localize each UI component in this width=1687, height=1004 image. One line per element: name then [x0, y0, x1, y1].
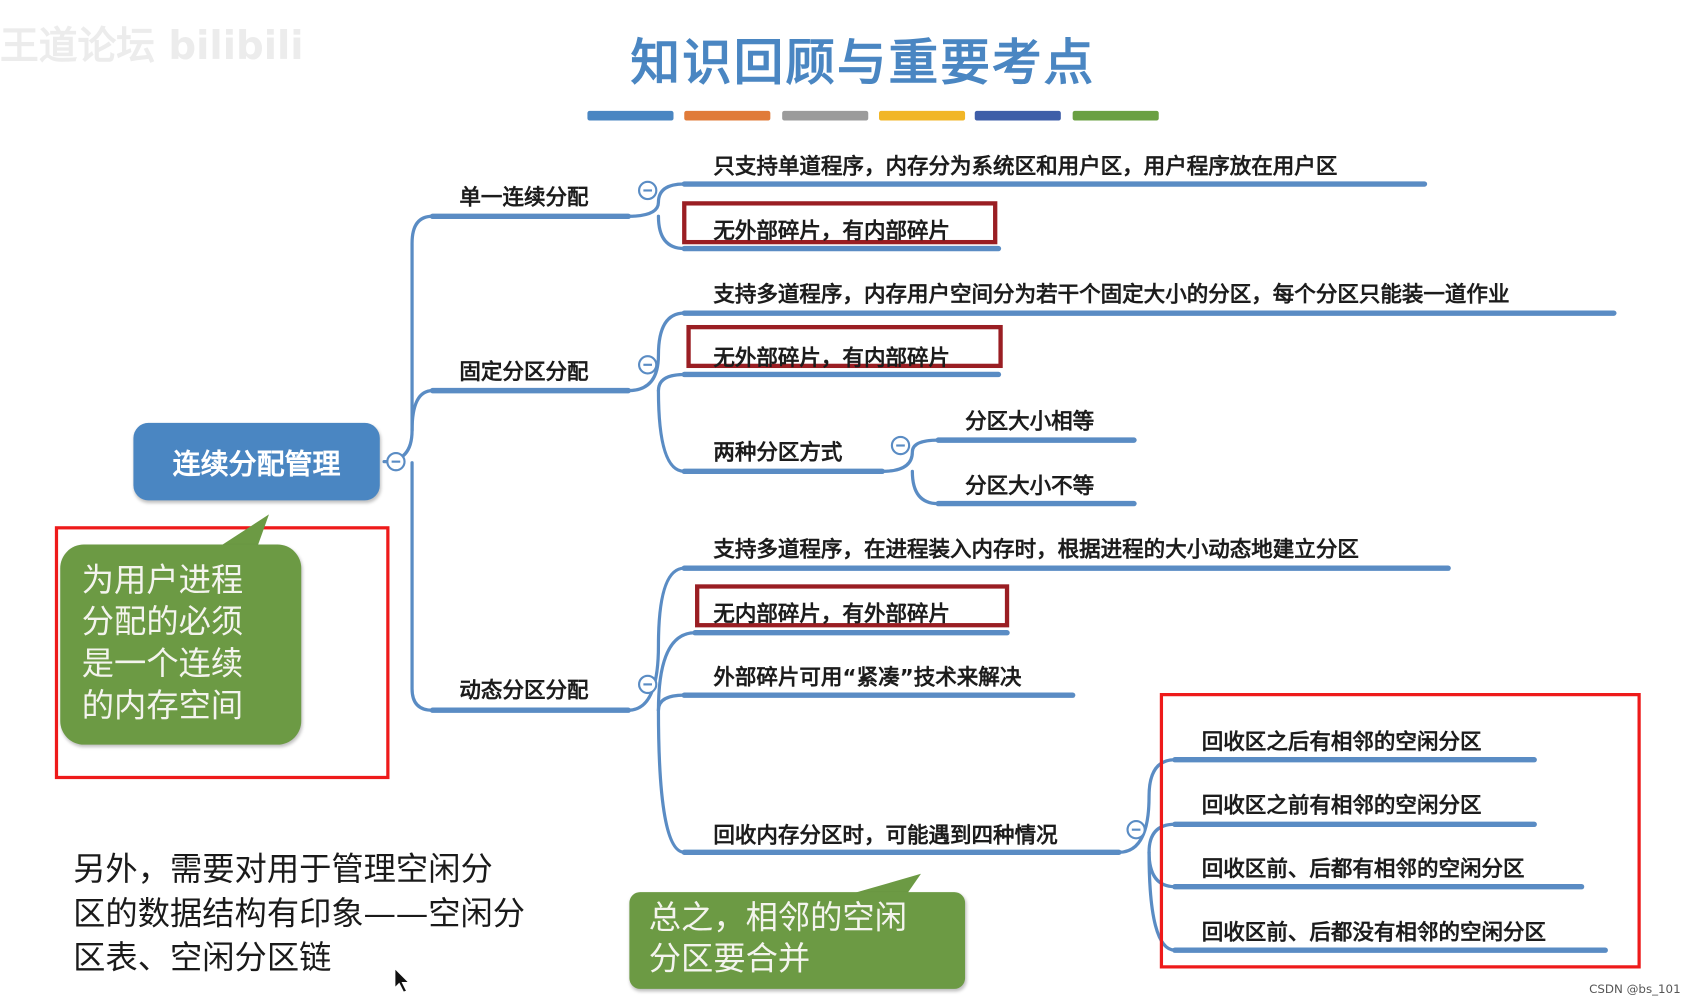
single-collapse-icon[interactable]: [638, 180, 658, 201]
recycle-annotation-box: [1159, 693, 1641, 969]
method-item-2: 分区大小不等: [965, 472, 1095, 499]
left-callout-line-3: 是一个连续: [81, 645, 244, 684]
recycle-item-2: 回收区之前有相邻的空闲分区: [1201, 792, 1482, 818]
methods-label[interactable]: 两种分区方式: [713, 439, 843, 465]
recycle-item-1: 回收区之后有相邻的空闲分区: [1201, 728, 1482, 755]
left-callout: 为用户进程 分配的必须 是一个连续 的内存空间: [60, 544, 302, 745]
single-highlight-box: [682, 201, 998, 245]
left-callout-line-2: 分配的必须: [81, 603, 244, 642]
title-color-bar-1: [587, 110, 674, 121]
note-line-1: 另外，需要对用于管理空闲分: [73, 851, 493, 889]
method-item-1: 分区大小相等: [965, 407, 1095, 434]
recycle-item-3: 回收区前、后都有相邻的空闲分区: [1201, 855, 1525, 882]
methods-collapse-icon[interactable]: [890, 435, 911, 456]
fixed-collapse-icon[interactable]: [638, 355, 658, 375]
recycle-collapse-icon[interactable]: [1126, 819, 1146, 840]
dynamic-item-1: 支持多道程序，在进程装入内存时，根据进程的大小动态地建立分区: [713, 535, 1359, 562]
branch-dynamic-label[interactable]: 动态分区分配: [459, 676, 589, 703]
bottom-callout-line-1: 总之，相邻的空闲: [648, 899, 907, 938]
bottom-callout-line-2: 分区要合并: [648, 940, 811, 979]
title-color-bar-4: [879, 110, 966, 121]
left-callout-line-1: 为用户进程: [81, 561, 244, 600]
note-line-3: 区表、空闲分区链: [73, 939, 332, 978]
bottom-callout: 总之，相邻的空闲 分区要合并: [629, 892, 966, 989]
left-annotation-box: [54, 526, 390, 780]
branch-single-label[interactable]: 单一连续分配: [459, 184, 589, 210]
watermark: 王道论坛 bilibili: [0, 24, 304, 69]
title-color-bar-3: [782, 110, 869, 121]
dynamic-collapse-icon[interactable]: [638, 674, 658, 695]
note-line-2: 区的数据结构有印象——空闲分: [73, 895, 526, 933]
recycle-item-4: 回收区前、后都没有相邻的空闲分区: [1201, 918, 1547, 945]
single-item-2: 无外部碎片，有内部碎片: [713, 217, 951, 244]
mouse-cursor-icon: [394, 967, 411, 993]
fixed-highlight-box: [686, 324, 1003, 369]
left-callout-line-4: 的内存空间: [81, 687, 244, 726]
dynamic-highlight-box: [695, 584, 1010, 628]
title-color-bar-5: [974, 110, 1061, 121]
data-structure-note: 另外，需要对用于管理空闲分 区的数据结构有印象——空闲分 区表、空闲分区链: [73, 848, 525, 980]
single-item-1: 只支持单道程序，内存分为系统区和用户区，用户程序放在用户区: [713, 152, 1338, 179]
dynamic-item-2: 无内部碎片，有外部碎片: [713, 600, 951, 627]
title-color-bar-6: [1072, 110, 1159, 121]
root-collapse-icon[interactable]: [386, 451, 406, 472]
dynamic-item-3: 外部碎片可用“紧凑”技术来解决: [713, 663, 1022, 690]
title-color-bar-2: [684, 110, 771, 121]
slide-title: 知识回顾与重要考点: [630, 33, 1096, 92]
fixed-item-2: 无外部碎片，有内部碎片: [713, 344, 951, 371]
fixed-item-1: 支持多道程序，内存用户空间分为若干个固定大小的分区，每个分区只能装一道作业: [713, 280, 1510, 307]
root-node[interactable]: 连续分配管理: [133, 422, 380, 501]
recycle-label[interactable]: 回收内存分区时，可能遇到四种情况: [713, 822, 1058, 848]
credit-text: CSDN @bs_101: [1589, 982, 1681, 997]
branch-fixed-label[interactable]: 固定分区分配: [459, 358, 589, 385]
